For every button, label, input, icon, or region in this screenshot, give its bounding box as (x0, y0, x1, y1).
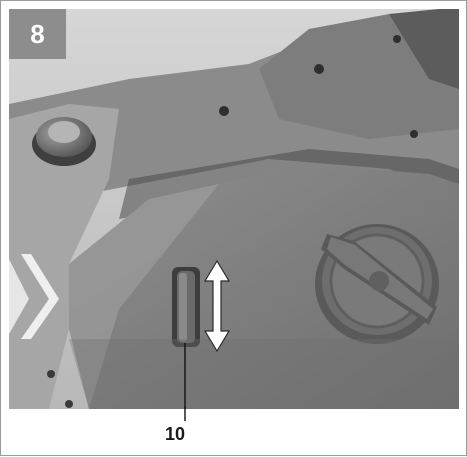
chainsaw-illustration (9, 9, 459, 409)
step-number-badge: 8 (9, 9, 66, 59)
callout-label: 10 (165, 424, 186, 444)
double-arrow-vertical-icon (203, 259, 231, 353)
chainsaw-photo (9, 9, 459, 409)
